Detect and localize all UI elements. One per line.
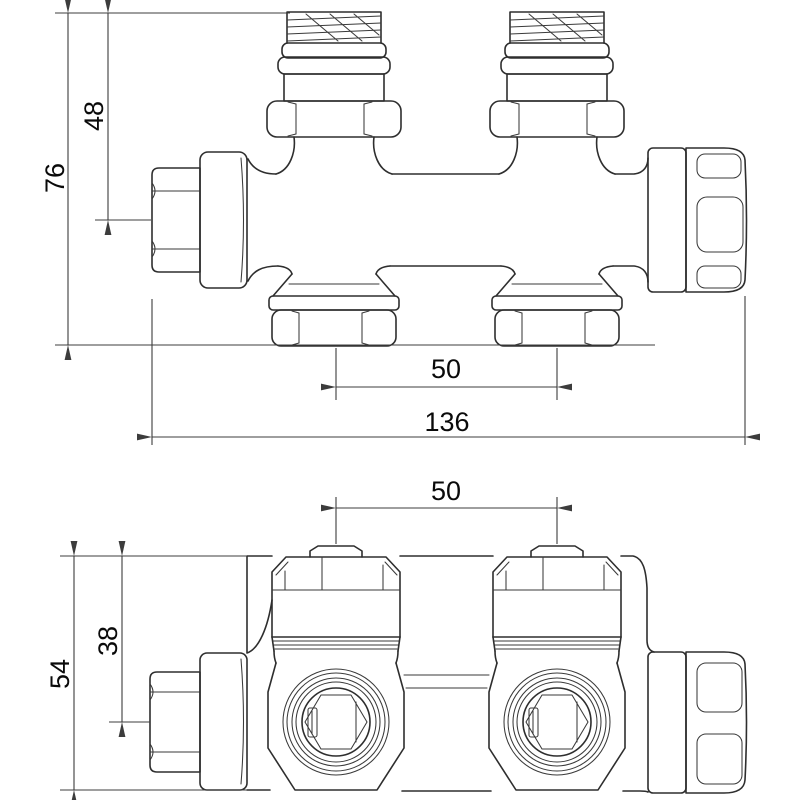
front-view-dimensions: 76 48 50 136	[40, 0, 760, 445]
front-union-top-right	[489, 11, 625, 175]
plan-right-cap	[685, 651, 748, 794]
front-left-hex-plug	[151, 167, 201, 273]
plan-right-flange	[647, 651, 687, 794]
dim-label-spacing-front: 50	[431, 354, 461, 384]
dim-label-overall-height: 76	[40, 163, 70, 193]
plan-view-dimensions: 50 54 38	[45, 476, 572, 800]
plan-left-hex-plug	[149, 671, 201, 773]
plan-left-flange	[199, 652, 248, 791]
front-left-flange	[199, 151, 248, 289]
plan-view-body	[149, 545, 748, 794]
dim-label-spacing-plan: 50	[431, 476, 461, 506]
dim-label-depth-to-axis: 38	[93, 626, 123, 656]
plan-port-left	[267, 545, 405, 791]
plan-port-right	[488, 545, 626, 791]
front-union-top-left	[266, 11, 402, 175]
front-right-cap	[685, 147, 748, 293]
plan-view: 50 54 38	[45, 476, 748, 800]
front-body-outline	[247, 157, 649, 283]
front-view-body	[151, 11, 748, 347]
front-nut-bottom-right	[491, 265, 623, 347]
front-right-flange	[647, 147, 687, 293]
front-nut-bottom-left	[268, 265, 400, 347]
plan-body-outline	[246, 555, 655, 793]
dim-label-height-to-axis: 48	[79, 101, 109, 131]
front-view: 76 48 50 136	[40, 0, 760, 445]
dim-label-overall-width: 136	[424, 407, 469, 437]
dim-label-overall-depth: 54	[45, 659, 75, 689]
